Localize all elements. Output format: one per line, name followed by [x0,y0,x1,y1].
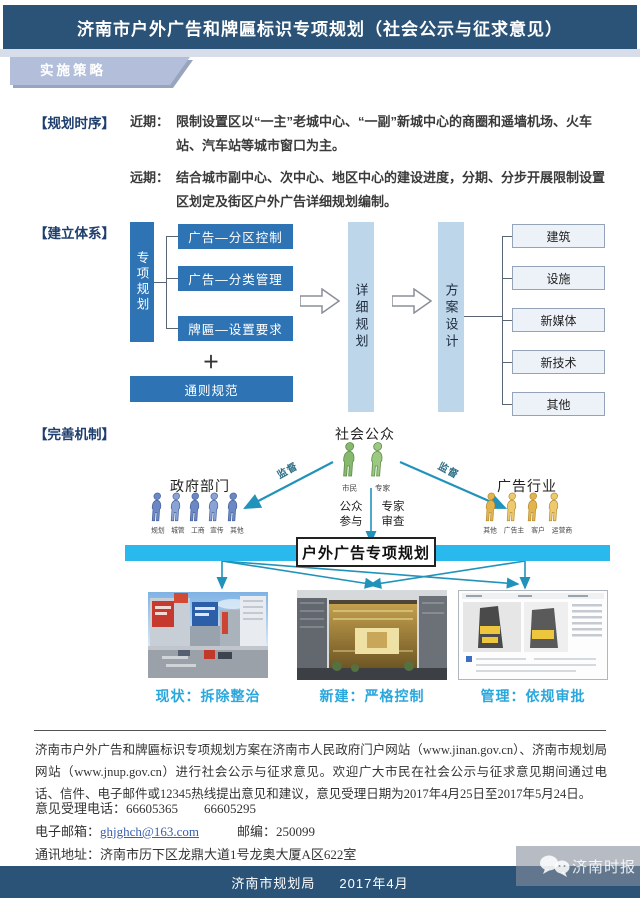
public-member-labels: 市民 专家 [333,481,399,494]
category-box-facility: 设施 [512,266,605,290]
person-icon [527,492,538,522]
address-value: 济南市历下区龙鼎大道1号龙奥大厦A区622室 [100,847,357,862]
timing-item-near: 近期： 限制设置区以“一主”老城中心、“一副”新城中心的商圈和遥墙机场、火车站、… [130,110,608,158]
speech-bubbles-icon [539,855,570,877]
footer-date: 2017年4月 [339,875,409,891]
connector-line [464,316,502,317]
timing-text: 限制设置区以“一主”老城中心、“一副”新城中心的商圈和遥墙机场、火车站、汽车站等… [176,114,593,153]
email-label: 电子邮箱： [35,824,101,839]
public-group-title: 社会公众 [335,426,395,442]
category-box-newtech: 新技术 [512,350,605,374]
watermark-text: 济南时报 [571,858,636,876]
connector-line [502,320,512,321]
flow-box-plaque: 牌匾—设置要求 [178,316,293,341]
person-icon [151,492,162,522]
flow-arrow-icon [392,288,432,314]
caption-current: 现状：拆除整治 [155,688,261,704]
member-label: 市民 [341,483,358,493]
special-plan-box: 专项规划 [130,222,154,342]
plan-title-box: 户外广告专项规划 [296,537,436,567]
timing-term: 近期： [130,114,170,129]
connector-line [502,236,512,237]
member-label: 工商 [190,526,205,535]
timing-item-far: 远期： 结合城市副中心、次中心、地区中心的建设进度，分期、分步开展限制设置区划定… [130,166,608,214]
government-group-title: 政府部门 [170,478,230,494]
member-label: 专家 [374,483,391,493]
footer-org: 济南市规划局 [231,875,316,891]
photo-current-state [148,592,268,678]
review-label: 专家 审查 [381,501,405,528]
member-label: 城管 [170,526,185,535]
person-icon [548,492,559,522]
government-member-labels: 规划 城管 工商 宣传 其他 [148,525,247,536]
divider-line [34,730,606,731]
phone-label: 意见受理电话： [35,801,127,816]
postcode-label: 邮编： [237,824,277,839]
category-box-newmedia: 新媒体 [512,308,605,332]
connector-line [502,278,512,279]
phone-line: 意见受理电话：66605365 66605295 [35,798,615,817]
timing-term: 远期： [130,170,170,185]
member-label: 其他 [230,526,244,535]
mechanism-arrows [216,460,531,590]
address-label: 通讯地址： [35,847,101,862]
flow-arrow-icon [300,288,340,314]
caption-new: 新建：严格控制 [319,688,425,704]
person-icon [227,492,238,522]
person-icon [485,492,496,522]
plus-sign: ＋ [202,353,220,372]
photo-new-building [297,590,447,680]
postcode-value: 250099 [276,824,316,839]
connector-line [502,404,512,405]
person-icon [170,492,181,522]
connector-line [502,362,512,363]
participation-label: 公众 参与 [339,501,363,528]
header-bar: 济南市户外广告和牌匾标识专项规划（社会公示与征求意见） [3,5,637,49]
connector-line [154,282,166,283]
caption-manage: 管理：依规审批 [480,688,586,704]
system-section-label: 【建立体系】 [34,226,115,241]
scheme-design-bar: 方案设计 [438,222,464,412]
industry-group-title: 广告行业 [497,478,557,494]
person-icon [343,442,355,477]
email-link[interactable]: ghjghch@163.com [100,824,200,839]
flow-box-zoning: 广告—分区控制 [178,224,293,249]
email-line: 电子邮箱：ghjghch@163.com 邮编：250099 [35,821,615,840]
connector-line [166,236,167,329]
flow-box-classify: 广告—分类管理 [178,266,293,291]
section-banner: 实施策略 [10,57,190,85]
member-label: 规划 [151,526,165,535]
member-label: 运营商 [551,526,573,535]
header-underline [0,49,640,57]
member-label: 广告主 [503,526,525,535]
phone-number: 66605295 [204,801,257,816]
person-icon [189,492,200,522]
public-figures [341,442,387,478]
member-label: 宣传 [210,526,225,535]
industry-figures [484,492,562,523]
photo-approval-document [458,590,608,680]
category-box-other: 其他 [512,392,605,416]
timing-text: 结合城市副中心、次中心、地区中心的建设进度，分期、分步开展限制设置区划定及街区户… [176,170,606,209]
timing-section-label: 【规划时序】 [34,116,115,131]
category-box-building: 建筑 [512,224,605,248]
connector-line [166,236,178,237]
government-figures [150,492,241,523]
general-rule-box: 通则规范 [130,376,293,402]
page-title: 济南市户外广告和牌匾标识专项规划（社会公示与征求意见） [77,19,563,39]
person-icon [208,492,219,522]
detail-plan-bar: 详细规划 [348,222,374,412]
person-icon [371,442,383,477]
address-line: 通讯地址：济南市历下区龙鼎大道1号龙奥大厦A区622室 [35,844,615,863]
phone-number: 66605365 [126,801,179,816]
connector-line [166,328,178,329]
member-label: 其他 [483,526,497,535]
member-label: 客户 [531,526,545,535]
connector-line [166,278,178,279]
notice-paragraph: 济南市户外广告和牌匾标识专项规划方案在济南市人民政府门户网站（www.jinan… [35,743,607,801]
watermark: 济南时报 [516,846,640,886]
mechanism-section-label: 【完善机制】 [34,427,115,442]
industry-member-labels: 其他 广告主 客户 运营商 [478,525,574,536]
person-icon [506,492,517,522]
